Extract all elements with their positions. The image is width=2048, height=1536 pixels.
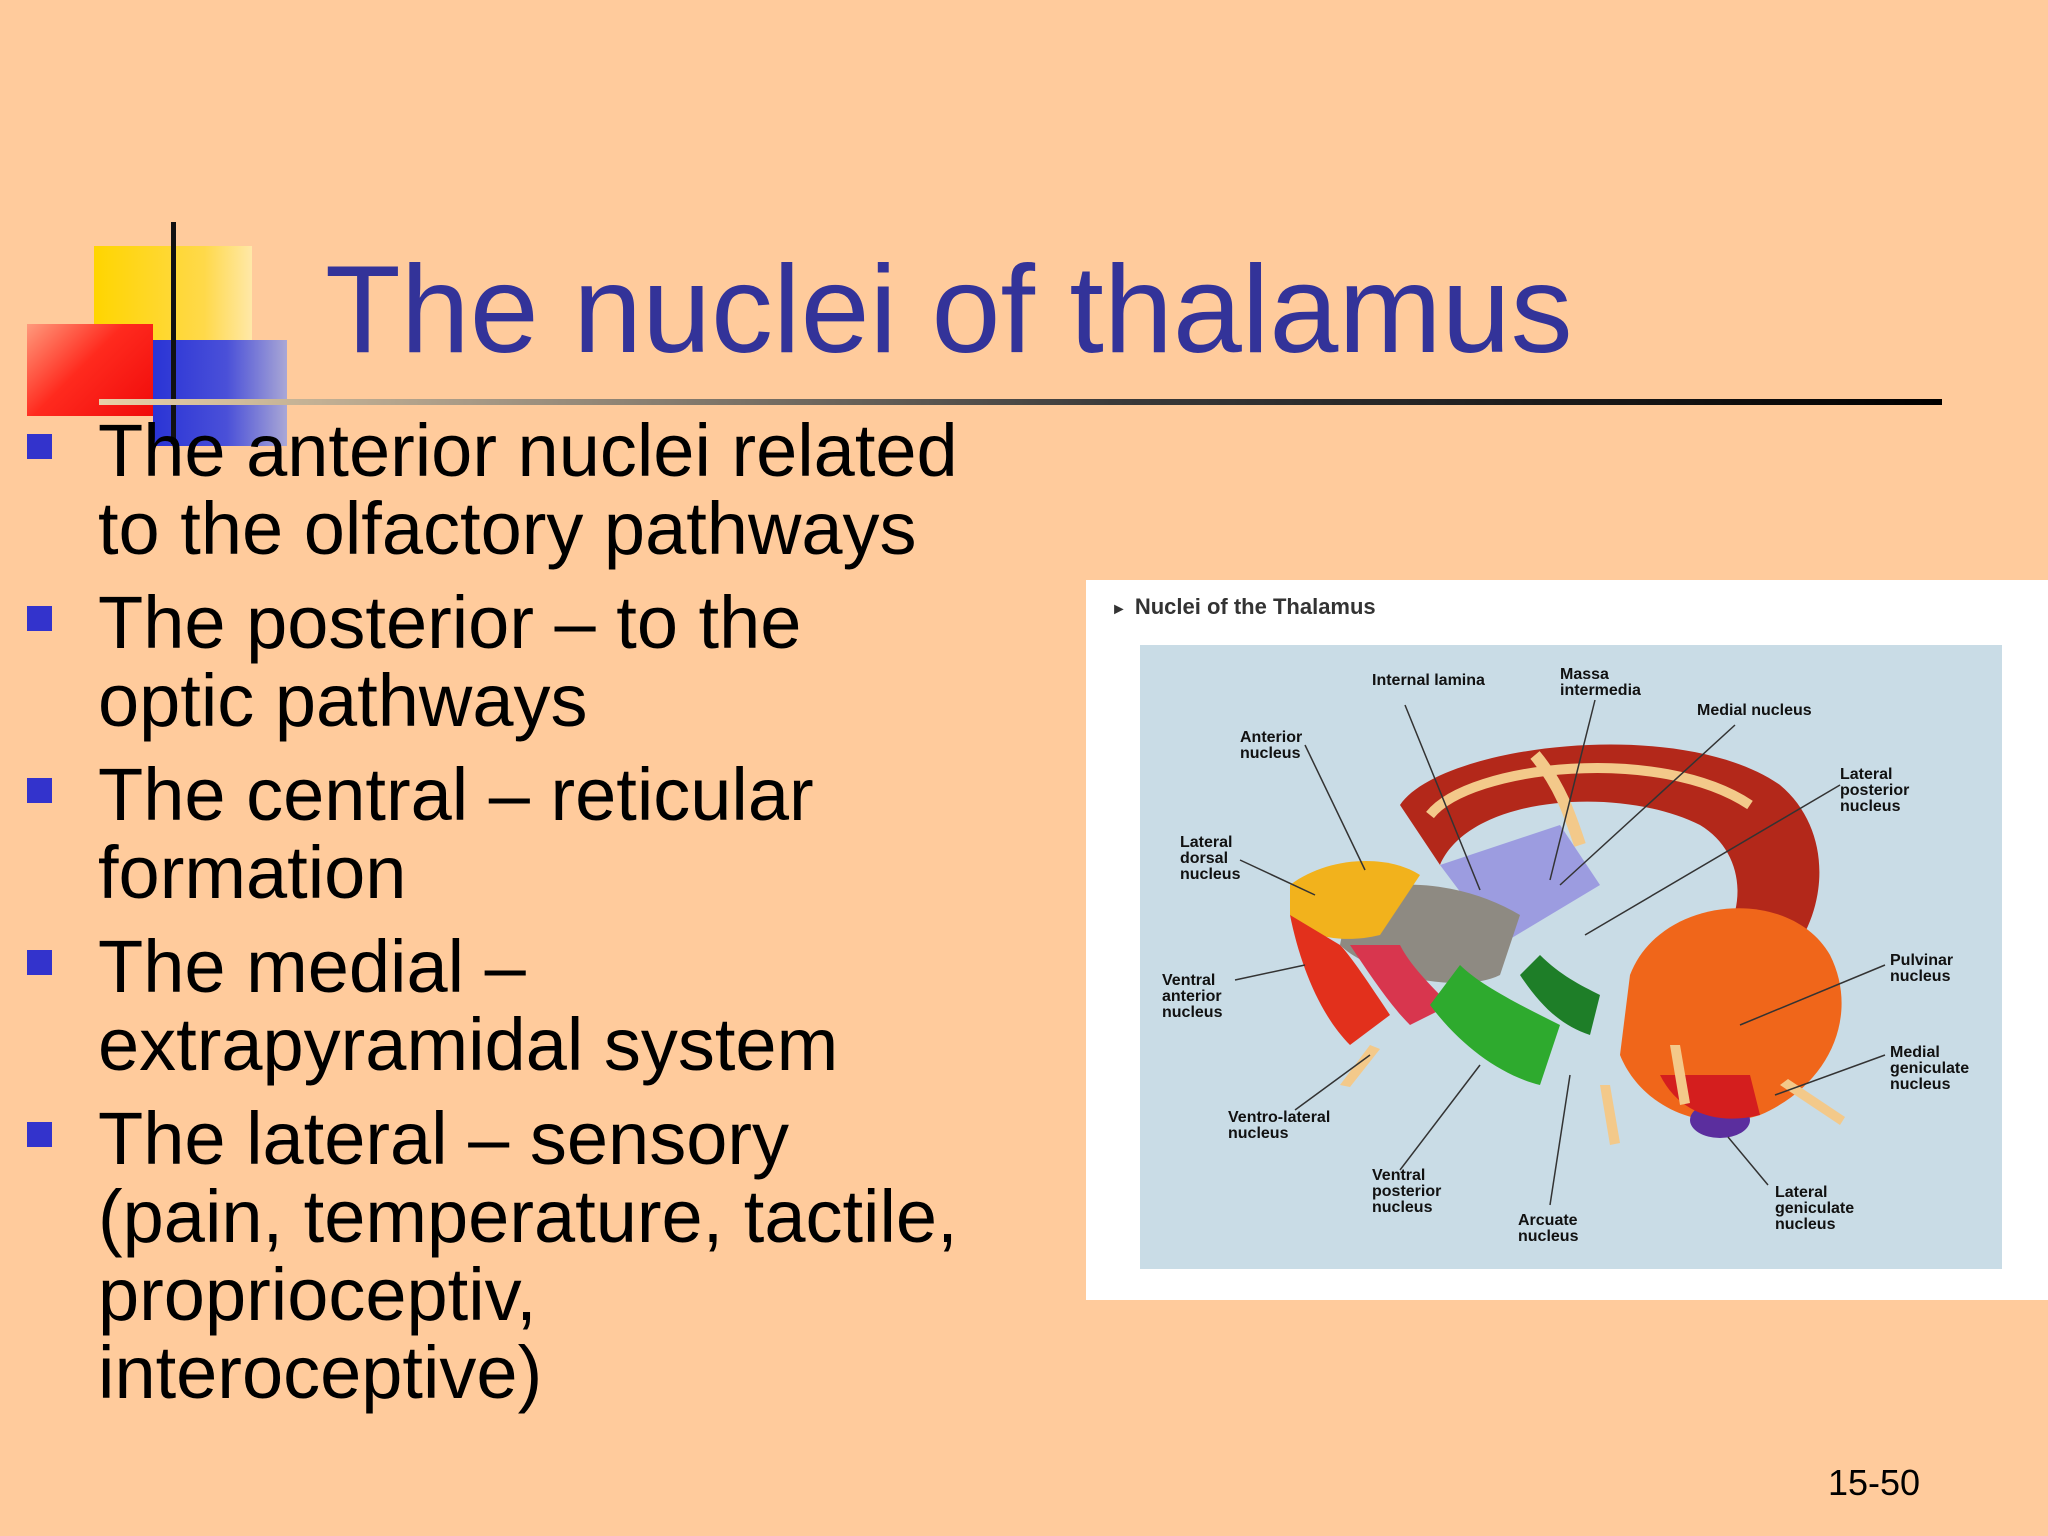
bullet-text: The medial – extrapyramidal system [98,925,839,1086]
label-lateral-posterior: Lateral posterior nucleus [1840,766,1910,815]
label-medial-nucleus: Medial nucleus [1697,702,1812,719]
title-underline [99,399,1942,405]
bullet-posterior: The posterior – to the optic pathways [0,584,960,740]
bullet-square-icon [27,434,52,459]
caption-arrow-icon: ► [1111,601,1127,618]
label-arcuate: Arcuate nucleus [1518,1212,1579,1245]
figure-caption: ► Nuclei of the Thalamus [1111,594,1376,620]
bullet-central: The central – reticular formation [0,756,960,912]
bullet-square-icon [27,950,52,975]
bullet-text: The lateral – sensory (pain, temperature… [98,1097,958,1414]
bullet-text: The anterior nuclei related to the olfac… [98,409,958,570]
bullet-list: The anterior nuclei related to the olfac… [0,412,960,1428]
bullet-text: The posterior – to the optic pathways [98,581,802,742]
thalamus-figure: ► Nuclei of the Thalamus [1086,580,2048,1300]
bullet-medial: The medial – extrapyramidal system [0,928,960,1084]
label-pulvinar: Pulvinar nucleus [1890,952,1954,985]
bullet-text: The central – reticular formation [98,753,814,914]
page-number: 15-50 [1828,1462,1921,1503]
slide-title: The nuclei of thalamus [325,241,1573,379]
bullet-anterior: The anterior nuclei related to the olfac… [0,412,960,568]
label-medial-geniculate: Medial geniculate nucleus [1890,1044,1970,1093]
figure-panel: Internal lamina Massa intermedia Medial … [1140,645,2002,1269]
label-lateral-dorsal: Lateral dorsal nucleus [1180,834,1241,883]
bullet-square-icon [27,1122,52,1147]
label-ventro-lateral: Ventro-lateral nucleus [1228,1109,1331,1142]
bullet-square-icon [27,606,52,631]
figure-caption-text: Nuclei of the Thalamus [1134,594,1376,619]
thalamus-illustration [1234,699,1886,1206]
label-lateral-geniculate: Lateral geniculate nucleus [1775,1184,1855,1233]
label-ventral-posterior: Ventral posterior nucleus [1372,1167,1442,1216]
label-ventral-anterior: Ventral anterior nucleus [1162,972,1223,1021]
label-internal-lamina: Internal lamina [1372,672,1485,689]
bullet-lateral: The lateral – sensory (pain, temperature… [0,1100,960,1412]
bullet-square-icon [27,778,52,803]
label-anterior-nucleus: Anterior nucleus [1240,729,1303,762]
label-massa-intermedia: Massa intermedia [1560,666,1641,699]
decor-vertical-line [171,222,176,444]
